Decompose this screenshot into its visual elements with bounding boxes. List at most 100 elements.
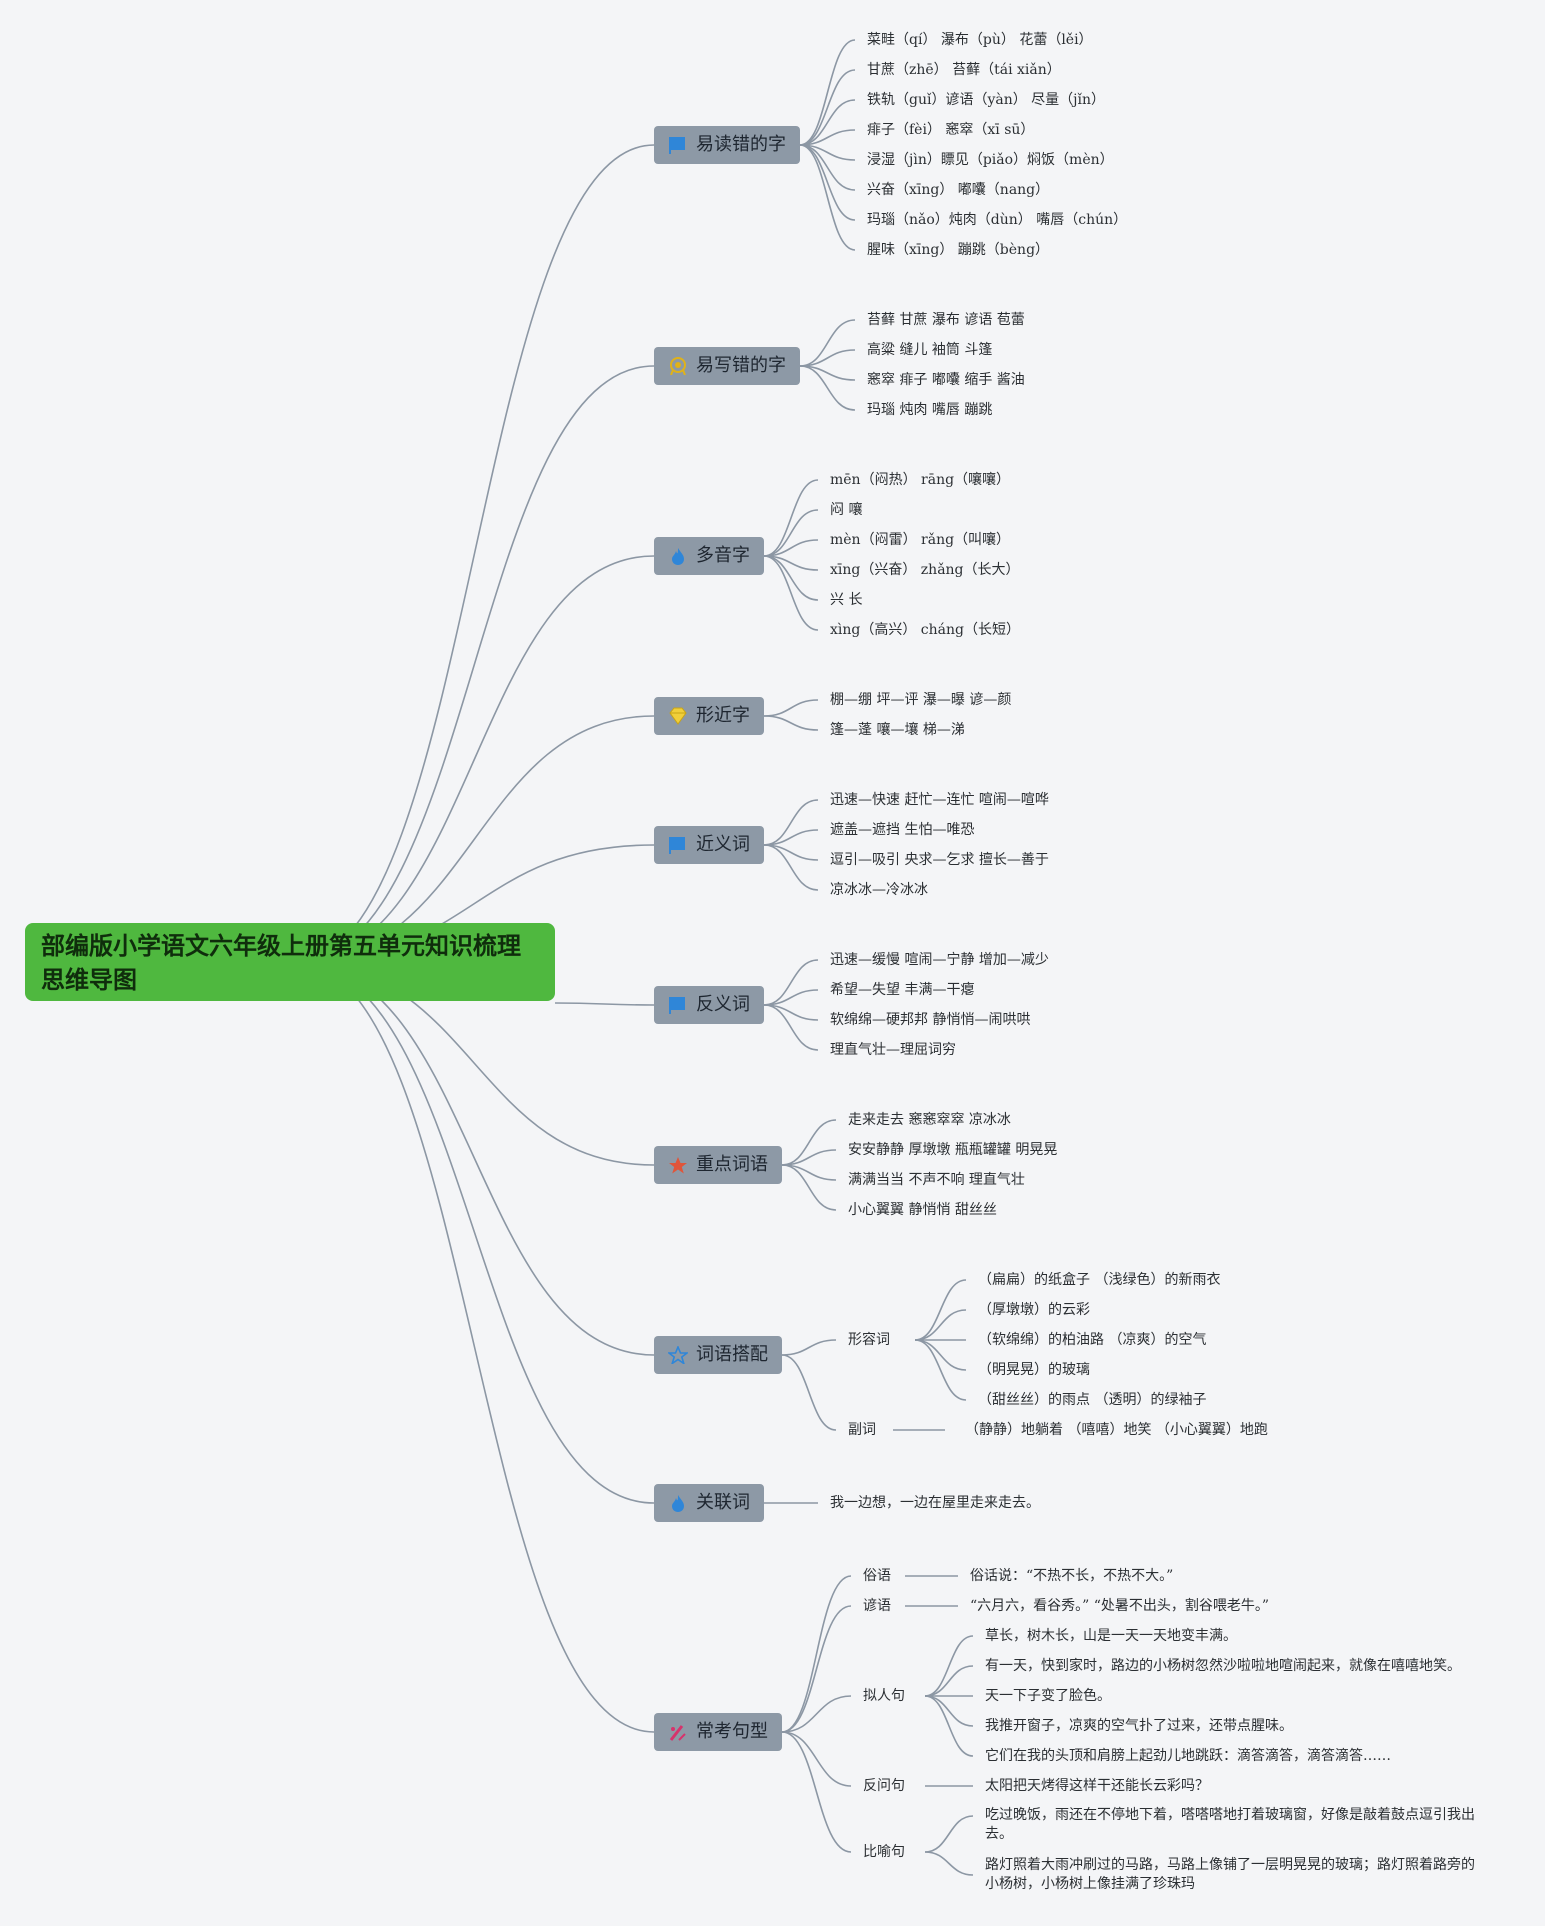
list-item: xìng（高兴） cháng（长短）	[830, 622, 1020, 638]
connector	[799, 365, 856, 411]
list-item: 安安静静 厚墩墩 瓶瓶罐罐 明晃晃	[848, 1142, 1058, 1158]
branch-antonyms[interactable]: 反义词	[654, 986, 764, 1024]
list-item: 遮盖—遮挡 生怕—唯恐	[830, 822, 975, 838]
list-item: 俗话说：“不热不长，不热不大。”	[970, 1568, 1174, 1584]
branch-similar-shape[interactable]: 形近字	[654, 697, 764, 735]
connector	[781, 1354, 837, 1431]
list-item: （明晃晃）的玻璃	[978, 1362, 1090, 1378]
list-item: 草长，树木长，山是一天一天地变丰满。	[985, 1628, 1237, 1644]
branch-conjunctions[interactable]: 关联词	[654, 1484, 764, 1522]
list-item: （厚墩墩）的云彩	[978, 1302, 1090, 1318]
branch-label: 常考句型	[696, 1721, 768, 1742]
list-item: xīng（兴奋） zhǎng（长大）	[830, 562, 1020, 578]
branch-label: 词语搭配	[696, 1344, 768, 1365]
list-item: 迅速—缓慢 喧闹—宁静 增加—减少	[830, 952, 1049, 968]
list-item: （静静）地躺着 （嘻嘻）地笑 （小心翼翼）地跑	[965, 1422, 1268, 1438]
pen-icon	[668, 1723, 688, 1741]
branch-label: 多音字	[696, 545, 750, 566]
list-item: 棚—绷 坪—评 瀑—曝 谚—颜	[830, 692, 1012, 708]
list-item: 路灯照着大雨冲刷过的马路，马路上像铺了一层明晃晃的玻璃；路灯照着路旁的小杨树，小…	[985, 1857, 1475, 1892]
list-item: 篷—蓬 嚷—壤 梯—涕	[830, 722, 965, 738]
flame-icon	[668, 547, 688, 565]
list-item: 软绵绵—硬邦邦 静悄悄—闹哄哄	[830, 1012, 1031, 1028]
branch-easy-misread[interactable]: 易读错的字	[654, 126, 800, 164]
list-item: 太阳把天烤得这样干还能长云彩吗？	[985, 1778, 1209, 1794]
connector	[781, 1575, 852, 1733]
connector	[781, 1695, 852, 1733]
connector	[914, 1309, 967, 1341]
group-label-proverb: 俗语	[863, 1568, 891, 1584]
connector	[781, 1339, 837, 1356]
list-item: 玛瑙（nǎo）炖肉（dùn） 嘴唇（chún）	[867, 212, 1128, 228]
connector	[781, 1119, 837, 1166]
connector	[799, 319, 856, 367]
list-item: 甘蔗（zhē） 苔藓（tái xiǎn）	[867, 62, 1061, 78]
list-item: 兴 长	[830, 592, 863, 608]
connector	[763, 715, 819, 731]
root-node[interactable]: 部编版小学语文六年级上册第五单元知识梳理 思维导图	[25, 923, 555, 1001]
branch-label: 易读错的字	[696, 134, 786, 155]
group-label-adverbs: 副词	[848, 1422, 876, 1438]
star-icon	[668, 1156, 688, 1174]
connector	[914, 1339, 967, 1371]
list-item: mēn（闷热） rāng（嚷嚷）	[830, 472, 1011, 488]
branch-label: 反义词	[696, 994, 750, 1015]
branch-label: 易写错的字	[696, 355, 786, 376]
connector	[799, 39, 856, 146]
list-item: 高粱 缝儿 袖筒 斗篷	[867, 342, 993, 358]
connector	[294, 961, 655, 1504]
branch-key-words[interactable]: 重点词语	[654, 1146, 782, 1184]
flame-icon	[668, 1494, 688, 1512]
connector	[763, 799, 819, 846]
connector	[763, 555, 819, 631]
list-item: 痱子（fèi） 窸窣（xī sū）	[867, 122, 1035, 138]
connector	[294, 961, 655, 1733]
connector	[914, 1339, 967, 1401]
list-item: 凉冰冰—冷冰冰	[830, 882, 928, 898]
connector	[781, 1605, 852, 1733]
branch-synonyms[interactable]: 近义词	[654, 826, 764, 864]
connector	[924, 1815, 974, 1853]
list-item: （软绵绵）的柏油路 （凉爽）的空气	[978, 1332, 1207, 1348]
list-item: 吃过晚饭，雨还在不停地下着，嗒嗒嗒地打着玻璃窗，好像是敲着鼓点逗引我出去。	[985, 1807, 1475, 1842]
group-label-metaphor: 比喻句	[863, 1844, 905, 1860]
connector	[924, 1635, 974, 1697]
list-item: （甜丝丝）的雨点 （透明）的绿袖子	[978, 1392, 1207, 1408]
list-item: 闷 嚷	[830, 502, 863, 518]
branch-sentence-types[interactable]: 常考句型	[654, 1713, 782, 1751]
branch-polyphones[interactable]: 多音字	[654, 537, 764, 575]
list-item: 苔藓 甘蔗 瀑布 谚语 苞蕾	[867, 312, 1025, 328]
list-item: mèn（闷雷） rǎng（叫嚷）	[830, 532, 1011, 548]
list-item: 腥味（xīng） 蹦跳（bèng）	[867, 242, 1050, 258]
connector	[294, 365, 655, 963]
connector	[799, 144, 856, 221]
connector	[294, 555, 655, 963]
list-item: （扁扁）的纸盒子 （浅绿色）的新雨衣	[978, 1272, 1221, 1288]
branch-label: 重点词语	[696, 1154, 768, 1175]
list-item: 玛瑙 炖肉 嘴唇 蹦跳	[867, 402, 993, 418]
list-item: 天一下子变了脸色。	[985, 1688, 1111, 1704]
group-label-saying: 谚语	[863, 1598, 891, 1614]
list-item: 铁轨（guǐ）谚语（yàn） 尽量（jǐn）	[867, 92, 1106, 108]
root-title-line2: 思维导图	[41, 966, 137, 994]
branch-label: 形近字	[696, 705, 750, 726]
branch-easy-miswrite[interactable]: 易写错的字	[654, 347, 800, 385]
connector	[294, 144, 655, 963]
list-item: 我一边想，一边在屋里走来走去。	[830, 1495, 1040, 1511]
connector	[924, 1695, 974, 1757]
flag-icon	[668, 996, 688, 1014]
connector	[763, 699, 819, 717]
list-item: 菜畦（qí） 瀑布（pù） 花蕾（lěi）	[867, 32, 1093, 48]
connector	[924, 1665, 974, 1697]
branch-collocations[interactable]: 词语搭配	[654, 1336, 782, 1374]
root-title-line1: 部编版小学语文六年级上册第五单元知识梳理	[41, 932, 521, 960]
connector	[763, 1004, 819, 1051]
connector	[763, 509, 819, 557]
group-label-rhetorical: 反问句	[863, 1778, 905, 1794]
list-item: 迅速—快速 赶忙—连忙 喧闹—喧哗	[830, 792, 1049, 808]
list-item: 它们在我的头顶和肩膀上起劲儿地跳跃：滴答滴答，滴答滴答……	[985, 1748, 1391, 1764]
connector	[781, 1731, 852, 1787]
list-item: 希望—失望 丰满—干瘪	[830, 982, 975, 998]
list-item: 满满当当 不声不响 理直气壮	[848, 1172, 1025, 1188]
